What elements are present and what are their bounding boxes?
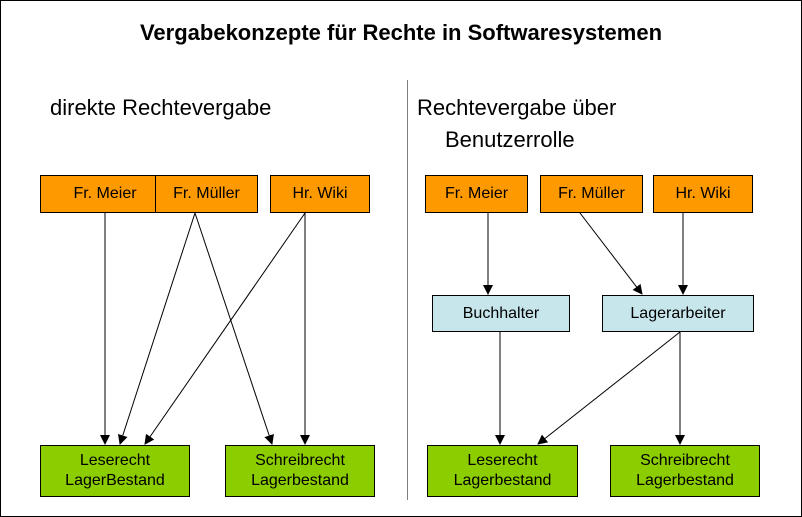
arrow-mueller-read — [118, 212, 196, 445]
arrow-mueller-lagerarbeiter — [579, 212, 643, 295]
right-user-wiki: Hr. Wiki — [653, 175, 753, 213]
arrow-wiki-read — [144, 212, 306, 445]
diagram-title: Vergabekonzepte für Rechte in Softwaresy… — [139, 20, 663, 45]
left-right-write: Schreibrecht Lagerbestand — [225, 445, 375, 497]
right-heading-line1: Rechtevergabe über — [417, 95, 617, 120]
right-user-meier: Fr. Meier — [425, 175, 528, 213]
role-lagerarbeiter: Lagerarbeiter — [602, 295, 754, 332]
left-user-meier: Fr. Meier — [40, 175, 170, 213]
right-right-write: Schreibrecht Lagerbestand — [610, 445, 760, 497]
arrow-mueller-write — [194, 212, 274, 445]
right-heading-line2: Benutzerrolle — [445, 127, 575, 152]
role-buchhalter: Buchhalter — [432, 295, 570, 332]
left-right-read: Leserecht LagerBestand — [40, 445, 190, 497]
right-user-mueller: Fr. Müller — [540, 175, 643, 213]
section-divider — [407, 80, 408, 500]
left-heading: direkte Rechtevergabe — [50, 95, 272, 120]
left-user-mueller: Fr. Müller — [155, 175, 258, 213]
arrow-lagerarbeiter-read — [537, 331, 681, 445]
right-right-read: Leserecht Lagerbestand — [427, 445, 578, 497]
left-user-wiki: Hr. Wiki — [270, 175, 370, 213]
